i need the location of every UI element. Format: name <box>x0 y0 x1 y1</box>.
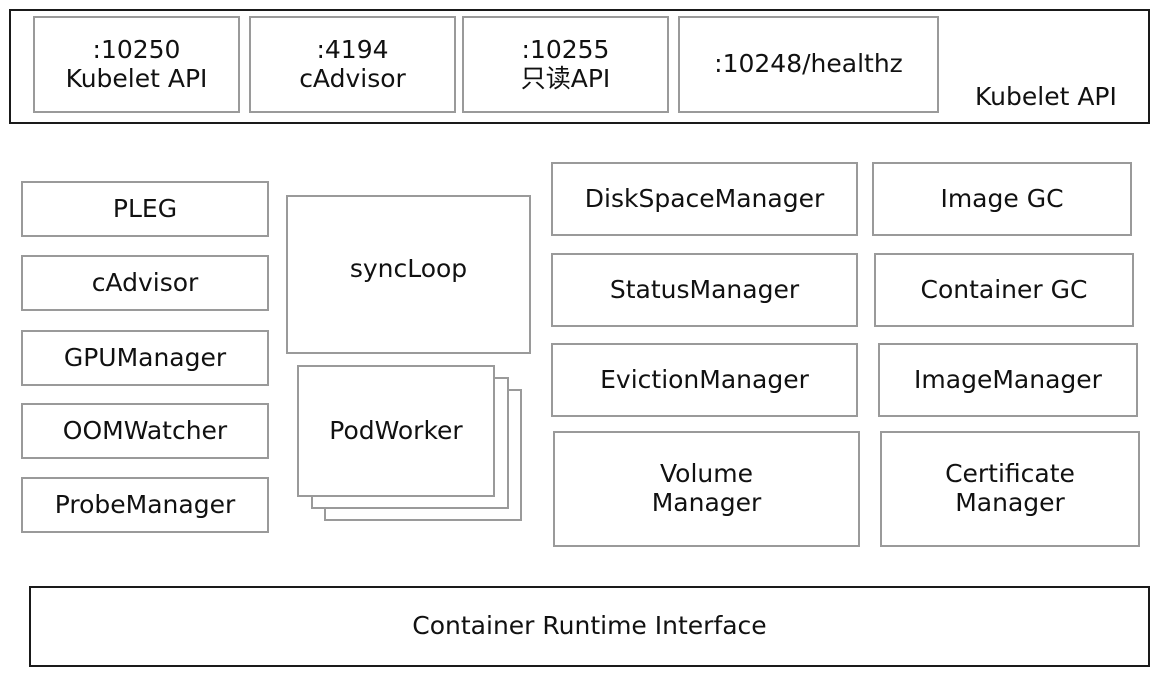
container-runtime-interface-label: Container Runtime Interface <box>412 611 767 641</box>
eviction-manager-box: EvictionManager <box>551 343 858 417</box>
pod-worker-box: PodWorker <box>297 365 495 497</box>
certificate-manager-line1: Certificate <box>945 459 1075 489</box>
sync-loop-label: syncLoop <box>349 254 468 283</box>
image-manager-box: ImageManager <box>878 343 1138 417</box>
container-gc-box: Container GC <box>874 253 1134 327</box>
volume-manager-box: Volume Manager <box>553 431 860 547</box>
certificate-manager-box: Certificate Manager <box>880 431 1140 547</box>
gpu-manager-box: GPUManager <box>21 330 269 386</box>
probe-manager-label: ProbeManager <box>54 489 236 519</box>
container-gc-label: Container GC <box>920 274 1088 304</box>
volume-manager-line1: Volume <box>660 459 753 489</box>
port-10250-number: :10250 <box>92 34 181 64</box>
status-manager-box: StatusManager <box>551 253 858 327</box>
disk-space-manager-label: DiskSpaceManager <box>584 183 825 213</box>
port-4194-label: cAdvisor <box>299 63 406 93</box>
port-10255-label: 只读API <box>520 63 611 93</box>
pod-worker-label: PodWorker <box>329 416 463 445</box>
oom-watcher-label: OOMWatcher <box>62 415 228 445</box>
pleg-box: PLEG <box>21 181 269 237</box>
port-4194-box: :4194 cAdvisor <box>249 16 456 113</box>
port-10250-box: :10250 Kubelet API <box>33 16 240 113</box>
cadvisor-box: cAdvisor <box>21 255 269 311</box>
image-manager-label: ImageManager <box>914 364 1102 394</box>
port-10248-healthz-box: :10248/healthz <box>678 16 939 113</box>
port-10255-number: :10255 <box>521 34 610 64</box>
disk-space-manager-box: DiskSpaceManager <box>551 162 858 236</box>
status-manager-label: StatusManager <box>609 274 800 304</box>
certificate-manager-line2: Manager <box>955 488 1065 517</box>
pleg-label: PLEG <box>112 193 178 223</box>
cadvisor-label: cAdvisor <box>91 267 199 297</box>
container-runtime-interface-box: Container Runtime Interface <box>29 586 1150 667</box>
image-gc-label: Image GC <box>940 183 1064 213</box>
port-10248-healthz-label: :10248/healthz <box>714 49 903 79</box>
port-10250-label: Kubelet API <box>65 63 208 93</box>
port-4194-number: :4194 <box>316 34 389 64</box>
image-gc-box: Image GC <box>872 162 1132 236</box>
probe-manager-box: ProbeManager <box>21 477 269 533</box>
port-10255-box: :10255 只读API <box>462 16 669 113</box>
gpu-manager-label: GPUManager <box>63 342 227 372</box>
volume-manager-line2: Manager <box>651 488 762 517</box>
sync-loop-box: syncLoop <box>286 195 531 354</box>
kubelet-api-title: Kubelet API <box>975 82 1117 111</box>
oom-watcher-box: OOMWatcher <box>21 403 269 459</box>
eviction-manager-label: EvictionManager <box>600 364 809 394</box>
